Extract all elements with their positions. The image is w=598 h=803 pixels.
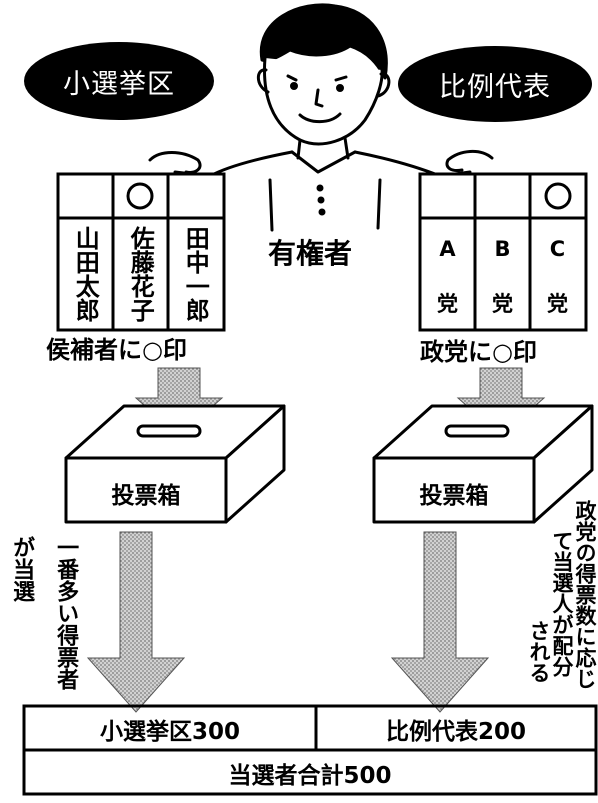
left-result-arrow — [86, 531, 186, 713]
right-ballot-mark-circle — [544, 182, 572, 210]
summary-total-count: 当選者合計500 — [228, 763, 392, 789]
left-ballot-slot — [136, 424, 202, 438]
voter-label: 有権者 — [268, 237, 353, 270]
party-suffix: 党 — [492, 292, 513, 316]
voter-figure — [148, 3, 494, 232]
party-suffix: 党 — [437, 292, 458, 316]
summary-single-seat-count: 小選挙区300 — [99, 719, 240, 745]
party-suffix: 党 — [547, 292, 568, 316]
right-result-arrow — [390, 531, 490, 713]
voter-right-hand — [445, 150, 494, 172]
left-ballot-graphic — [56, 172, 226, 332]
voter-left-hand — [148, 151, 202, 174]
summary-table-frame — [22, 704, 598, 796]
left-ballot-box-label: 投票箱 — [111, 483, 181, 509]
party-letter: A — [439, 237, 456, 261]
left-result-note-line1: 一番多い得票者 — [53, 536, 79, 690]
left-ballot-instruction: 侯補者に○印 — [46, 336, 187, 364]
candidate-name: 山田太郎 — [71, 226, 100, 322]
right-ballot-graphic — [418, 172, 588, 332]
right-ballot-instruction: 政党に○印 — [420, 338, 537, 366]
header-single-seat-district: 小選挙区 — [24, 42, 214, 120]
voter-shirt — [173, 150, 472, 178]
right-ballot-box-label: 投票箱 — [419, 483, 489, 509]
left-result-note-line2: が当選 — [9, 536, 35, 602]
party-letter: B — [494, 237, 511, 261]
voter-face — [263, 56, 384, 146]
left-ballot-box — [64, 404, 286, 524]
party-letter: C — [549, 237, 566, 261]
candidate-name: 田中一郎 — [181, 226, 210, 322]
right-result-note-line2: て当選人が配分 — [550, 530, 575, 677]
right-ballot-box — [372, 404, 594, 524]
right-ballot-slot — [444, 424, 510, 438]
right-result-note-line1: 政党の得票数に応じ — [573, 500, 598, 689]
candidate-name: 佐藤花子 — [126, 226, 155, 322]
summary-proportional-count: 比例代表200 — [385, 719, 526, 745]
header-proportional-representation: 比例代表 — [398, 46, 592, 122]
right-result-note-line3: される — [527, 620, 552, 683]
left-ballot-mark-circle — [126, 182, 154, 210]
